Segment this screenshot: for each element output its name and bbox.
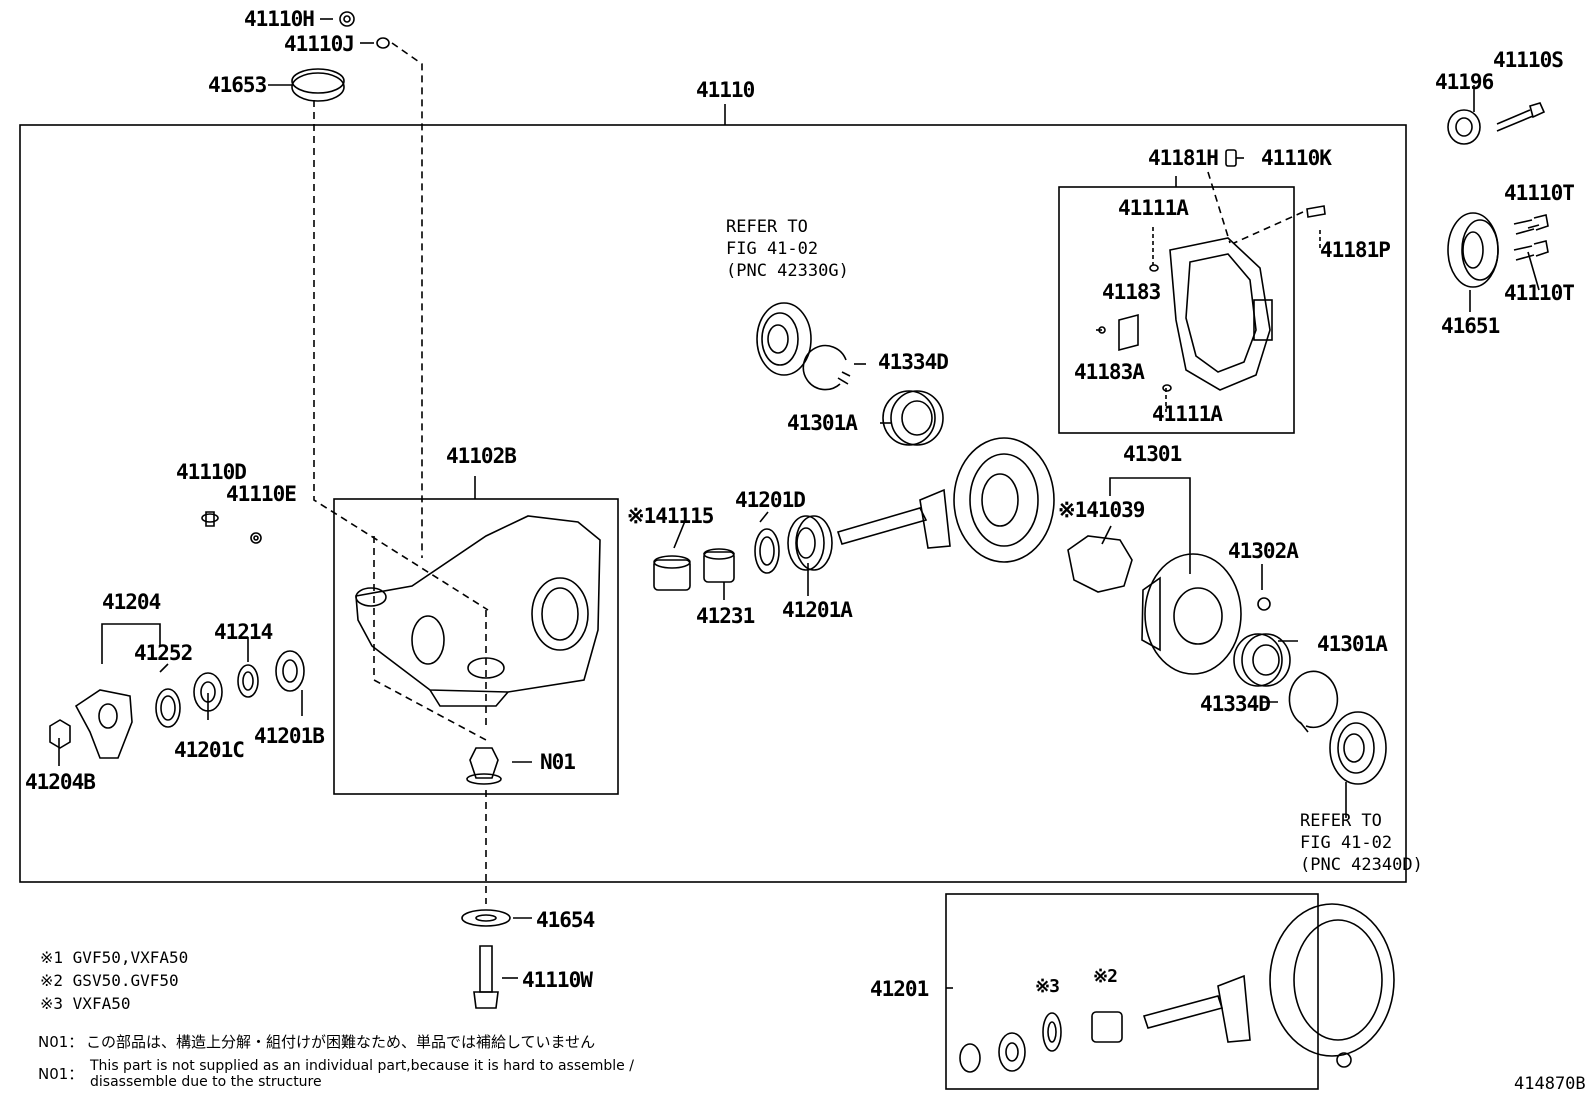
label-41654: 41654 [536,908,595,932]
label-41301: 41301 [1123,442,1182,466]
label-N01: N01 [540,750,576,774]
label-41110: 41110 [696,78,755,102]
n01-note-en-prefix: N01： [38,1065,84,1083]
label-41110T-bottom: 41110T [1504,281,1575,305]
label-41115: ※141115 [627,504,714,528]
label-41201C: 41201C [174,738,245,762]
label-41201: 41201 [870,977,929,1001]
refer-note-bottom: REFER TO FIG 41-02 (PNC 42340D) [1300,811,1423,875]
label-41110T-top: 41110T [1504,181,1575,205]
label-41301A-bottom: 41301A [1317,632,1388,656]
footnote-2: ※2 GSV50.GVF50 [40,971,179,990]
n01-note-en-line1: This part is not supplied as an individu… [90,1058,634,1074]
n01-note-jp: この部品は、構造上分解・組付けが困難なため、単品では補給していません [86,1033,596,1051]
label-41201B: 41201B [254,724,325,748]
label-41214: 41214 [214,620,273,644]
label-41110H: 41110H [244,7,315,31]
label-star2: ※2 [1093,966,1118,987]
label-41204: 41204 [102,590,161,614]
label-41204B: 41204B [25,770,96,794]
carrier-subbox [333,498,619,795]
label-41102B: 41102B [446,444,517,468]
footnote-3: ※3 VXFA50 [40,994,131,1013]
label-41334D-top: 41334D [878,350,949,374]
footnote-1: ※1 GVF50,VXFA50 [40,948,189,967]
label-41183: 41183 [1102,280,1161,304]
gear-set-subbox [945,893,1319,1090]
cover-subbox [1058,186,1295,434]
label-41183A: 41183A [1074,360,1145,384]
refer-note-top: REFER TO FIG 41-02 (PNC 42330G) [726,217,849,281]
assembly-frame [19,124,1407,883]
label-41196: 41196 [1435,70,1494,94]
label-41252: 41252 [134,641,193,665]
label-star3: ※3 [1035,976,1060,997]
label-41111A-top: 41111A [1118,196,1189,220]
label-41653: 41653 [208,73,267,97]
label-41231: 41231 [696,604,755,628]
label-41110J: 41110J [284,32,355,56]
label-41110E: 41110E [226,482,297,506]
label-41181P: 41181P [1320,238,1391,262]
n01-note-en-line2: disassemble due to the structure [90,1074,322,1090]
label-41201D: 41201D [735,488,806,512]
label-41651: 41651 [1441,314,1500,338]
label-41110W: 41110W [522,968,593,992]
label-41334D-bottom: 41334D [1200,692,1271,716]
label-41301A-top: 41301A [787,411,858,435]
label-41110D: 41110D [176,460,247,484]
label-41110K: 41110K [1261,146,1332,170]
label-41110S: 41110S [1493,48,1564,72]
label-41039: ※141039 [1058,498,1145,522]
figure-id: 414870B [1514,1074,1586,1094]
label-41111A-bottom: 41111A [1152,402,1223,426]
label-41201A: 41201A [782,598,853,622]
label-41181H: 41181H [1148,146,1219,170]
label-41302A: 41302A [1228,539,1299,563]
n01-note-jp-prefix: N01： [38,1033,84,1051]
